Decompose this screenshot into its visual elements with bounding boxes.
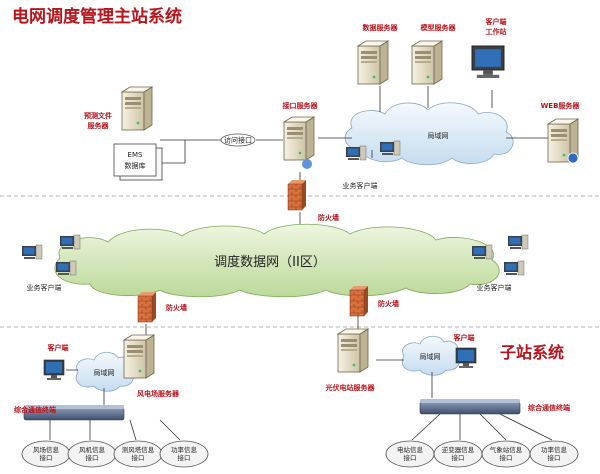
ems-label: EMS	[128, 151, 143, 159]
right-interface-1-line-1: 电站信息	[397, 445, 424, 454]
left-interface-2-line-2: 接口	[86, 453, 99, 462]
firewall-top-icon	[287, 179, 307, 211]
right-interface-3-line-2: 接口	[500, 453, 513, 462]
business-client-right-3	[503, 260, 525, 276]
firewall-left-label: 防火墙	[166, 303, 187, 312]
pv-server-icon	[337, 328, 369, 373]
business-client-left-1	[21, 244, 43, 260]
access-interface-label: 访问接口	[224, 136, 252, 145]
client-workstation-label-2: 工作站	[486, 27, 507, 36]
substation-title: 子站系统	[500, 343, 564, 362]
middle-connection-lines	[145, 290, 359, 338]
terminal-left-label: 综合通信终端	[14, 405, 56, 414]
master-system-title: 电网调度管理主站系统	[12, 6, 182, 27]
right-interface-2-line-2: 接口	[452, 453, 465, 462]
business-client-right-label: 业务客户端	[477, 283, 512, 292]
firewall-left-icon	[137, 291, 157, 323]
client-left-icon	[43, 359, 65, 381]
dispatch-network-label: 调度数据网（II区）	[214, 254, 326, 270]
lan-left-label: 局域网	[94, 368, 115, 377]
business-client-top-1	[345, 145, 367, 161]
dispatch-network-cloud	[54, 223, 500, 298]
left-interface-1-line-1: 风场信息	[33, 445, 60, 454]
client-workstation-label-1: 客户端	[485, 17, 507, 26]
firewall-right-icon	[349, 285, 369, 317]
wind-server-icon	[123, 334, 155, 379]
ems-database-icon	[113, 143, 163, 181]
right-interface-1-line-2: 接口	[404, 453, 417, 462]
right-interface-4-line-2: 接口	[548, 453, 561, 462]
right-interface-3-line-1: 气象站信息	[490, 445, 523, 454]
left-interface-3-line-1: 测风塔信息	[122, 445, 155, 454]
right-interface-4-line-1: 功率信息	[541, 445, 568, 454]
forecast-server-label-1: 预测文件	[84, 111, 112, 120]
business-client-top-label: 业务客户端	[343, 181, 378, 190]
pv-server-label: 光伏电站服务器	[325, 383, 376, 392]
client-right-icon	[455, 347, 477, 369]
wind-server-label: 风电场服务器	[137, 389, 180, 398]
left-interface-4-line-2: 接口	[178, 453, 191, 462]
terminal-left-icon	[23, 405, 125, 421]
firewall-top-label: 防火墙	[318, 213, 339, 222]
business-client-left-label: 业务客户端	[27, 283, 62, 292]
forecast-server-label-2: 服务器	[88, 121, 110, 130]
user-icon	[302, 159, 312, 169]
interface-server-label: 接口服务器	[283, 101, 319, 110]
client-left-label: 客户端	[47, 343, 69, 352]
data-server-label: 数据服务器	[363, 23, 399, 32]
right-interface-2-line-1: 逆变器信息	[442, 445, 475, 454]
firewall-right-label: 防火墙	[378, 299, 399, 308]
lan-top-label: 局域网	[428, 131, 449, 140]
client-right-label: 客户端	[453, 333, 475, 342]
lan-right-label: 局域网	[420, 352, 441, 361]
terminal-right-label: 综合通信终端	[528, 403, 570, 412]
business-client-right-2	[507, 234, 529, 250]
web-server-label: WEB服务器	[541, 101, 581, 110]
ems-db-label: 数据库	[125, 161, 146, 170]
access-interface-node	[220, 133, 256, 147]
globe-icon	[567, 152, 579, 164]
terminal-right-icon	[419, 399, 521, 415]
data-server-icon	[357, 40, 389, 85]
left-interface-2-line-1: 风机信息	[79, 445, 106, 454]
interface-server-icon	[283, 116, 315, 161]
client-workstation-icon	[471, 45, 505, 79]
model-server-icon	[411, 40, 443, 85]
left-interface-1-line-2: 接口	[40, 453, 53, 462]
model-server-label: 模型服务器	[421, 23, 457, 32]
forecast-server-icon	[121, 86, 153, 131]
left-interface-3-line-2: 接口	[132, 453, 145, 462]
left-interface-4-line-1: 功率信息	[171, 445, 198, 454]
